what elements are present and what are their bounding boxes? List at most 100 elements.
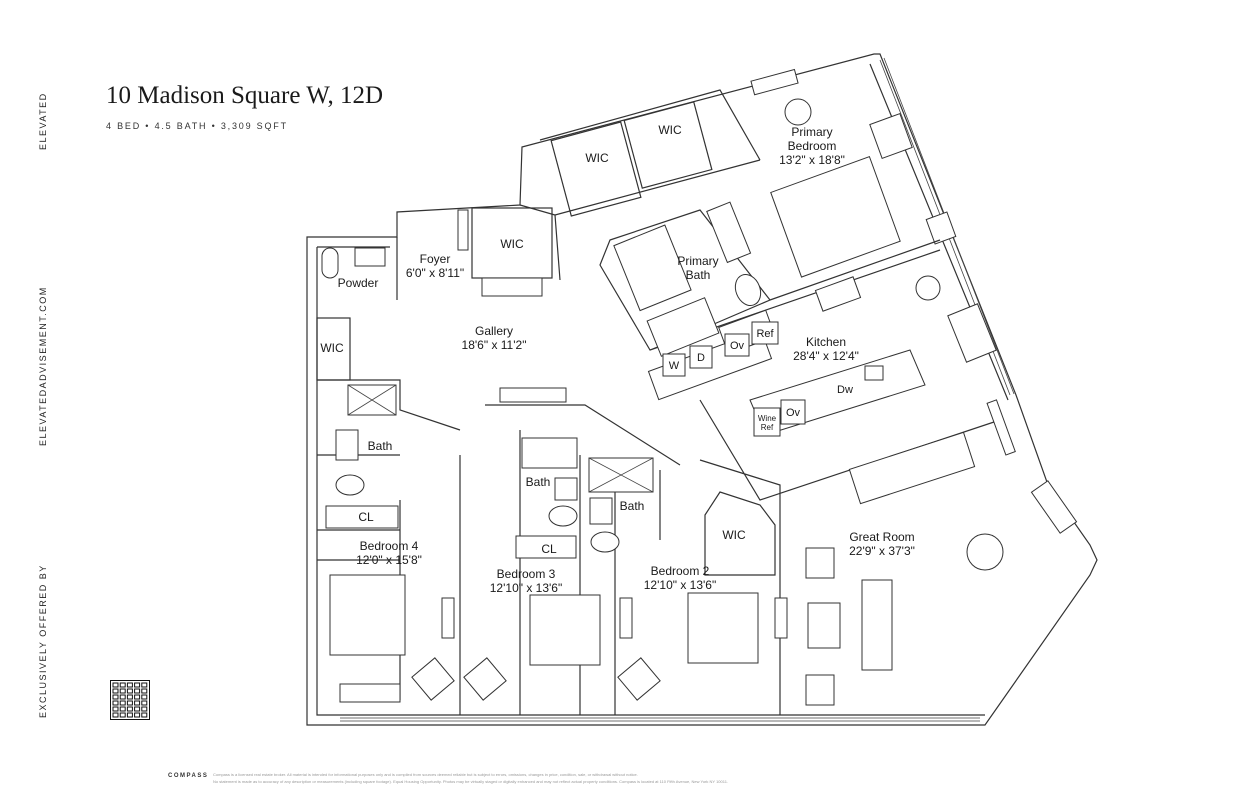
footer-note-line-2: No statement is made as to accuracy of a… — [213, 779, 729, 784]
bedroom-3-name: Bedroom 3 — [497, 567, 556, 581]
coffee-table-icon — [807, 602, 841, 649]
logo-cell — [141, 706, 148, 712]
oven-a-label: Ov — [730, 340, 745, 352]
gallery-dims: 18'6" x 11'2" — [462, 338, 527, 352]
wine-ref-label-1: Wine — [758, 414, 777, 423]
wic-room-e — [704, 491, 776, 576]
logo-cell — [112, 688, 119, 694]
sink-icon — [554, 477, 578, 501]
armchair-icon — [805, 547, 835, 579]
primary-bed — [770, 155, 901, 278]
wic-c-label: WIC — [500, 237, 524, 251]
logo-cell — [112, 712, 119, 718]
cl-3-label: CL — [541, 542, 557, 556]
column — [925, 211, 957, 245]
primary-bedroom-name1: Primary — [791, 125, 832, 139]
logo-cell — [119, 688, 126, 694]
wic-room-b — [623, 101, 713, 189]
bathtub-icon — [521, 437, 578, 469]
wic-room-a — [550, 121, 642, 217]
round-table-icon — [966, 533, 1004, 571]
logo-cell — [112, 682, 119, 688]
logo-cell — [134, 694, 141, 700]
shower-icon — [646, 297, 720, 357]
washer-label: W — [669, 360, 680, 372]
bedroom-2-name: Bedroom 2 — [651, 564, 710, 578]
dryer-label: D — [697, 352, 705, 364]
dining-table — [848, 431, 976, 505]
console-icon — [499, 387, 567, 403]
primary-bath-name2: Bath — [686, 268, 711, 282]
kitchen-dims: 28'4" x 12'4" — [793, 349, 859, 363]
cooktop-icon — [814, 276, 862, 312]
closet-3 — [515, 535, 577, 559]
logo-cell — [112, 700, 119, 706]
bench-icon — [457, 209, 469, 251]
dishwasher-label: Dw — [837, 384, 853, 396]
window-bottom — [340, 717, 980, 722]
logo-cell — [141, 694, 148, 700]
listing-subtitle: 4 BED • 4.5 BATH • 3,309 SQFT — [106, 121, 288, 131]
foyer-name: Foyer — [420, 252, 451, 266]
closet-4 — [325, 505, 399, 529]
primary-bedroom-dims: 13'2" x 18'8" — [779, 153, 845, 167]
gallery-name: Gallery — [475, 324, 513, 338]
washer-box — [662, 353, 686, 377]
dryer-box — [689, 345, 713, 369]
powder-label: Powder — [338, 276, 379, 290]
wic-d-label: WIC — [320, 341, 344, 355]
desk-icon — [339, 683, 401, 703]
bath-2-label: Bath — [620, 499, 645, 513]
logo-cell — [134, 688, 141, 694]
armchair-icon — [805, 674, 835, 706]
logo-cell — [126, 694, 133, 700]
wic-e-label: WIC — [722, 528, 746, 542]
kitchen-name: Kitchen — [806, 335, 846, 349]
dresser-icon — [750, 68, 799, 96]
wic-b-label: WIC — [658, 123, 682, 137]
ref-label: Ref — [756, 328, 774, 340]
primary-bedroom-name2: Bedroom — [788, 139, 837, 153]
sink-icon — [335, 429, 359, 461]
round-table-icon — [915, 275, 941, 301]
logo-cell — [126, 700, 133, 706]
toilet-icon — [590, 531, 620, 553]
sink-icon — [589, 497, 613, 525]
toilet-icon — [734, 273, 762, 307]
column — [869, 112, 913, 160]
tv-icon — [619, 597, 633, 639]
wic-a-label: WIC — [585, 151, 609, 165]
logo-cell — [126, 682, 133, 688]
toilet-icon — [335, 474, 365, 496]
logo-cell — [119, 682, 126, 688]
compass-brand: COMPASS — [168, 773, 209, 779]
wine-ref-label-2: Ref — [761, 423, 774, 432]
bath-3-label: Bath — [526, 475, 551, 489]
logo-cell — [119, 694, 126, 700]
logo-cell — [126, 712, 133, 718]
kitchen-sink-icon — [864, 365, 884, 381]
building-logo-icon — [110, 680, 150, 720]
wic-room-d — [316, 317, 351, 381]
round-table-icon — [784, 98, 812, 126]
bedroom-4-dims: 12'0" x 15'8" — [356, 553, 422, 567]
armchair-icon — [463, 657, 507, 701]
foyer-dims: 6'0" x 8'11" — [406, 266, 464, 280]
bedroom-2-dims: 12'10" x 13'6" — [644, 578, 717, 592]
logo-cell — [134, 682, 141, 688]
armchair-icon — [617, 657, 661, 701]
logo-cell — [141, 700, 148, 706]
bedroom-3-dims: 12'10" x 13'6" — [490, 581, 563, 595]
primary-bath-name1: Primary — [677, 254, 718, 268]
sink-icon — [354, 247, 386, 267]
logo-cell — [126, 706, 133, 712]
column — [1030, 480, 1078, 534]
footer-note-line-1: Compass is a licensed real estate broker… — [213, 772, 638, 777]
double-sink-icon — [706, 201, 752, 264]
logo-cell — [119, 700, 126, 706]
bed-3 — [529, 594, 601, 666]
outer-wall — [306, 53, 1098, 726]
great-room-dims: 22'9" x 37'3" — [849, 544, 915, 558]
logo-cell — [134, 706, 141, 712]
